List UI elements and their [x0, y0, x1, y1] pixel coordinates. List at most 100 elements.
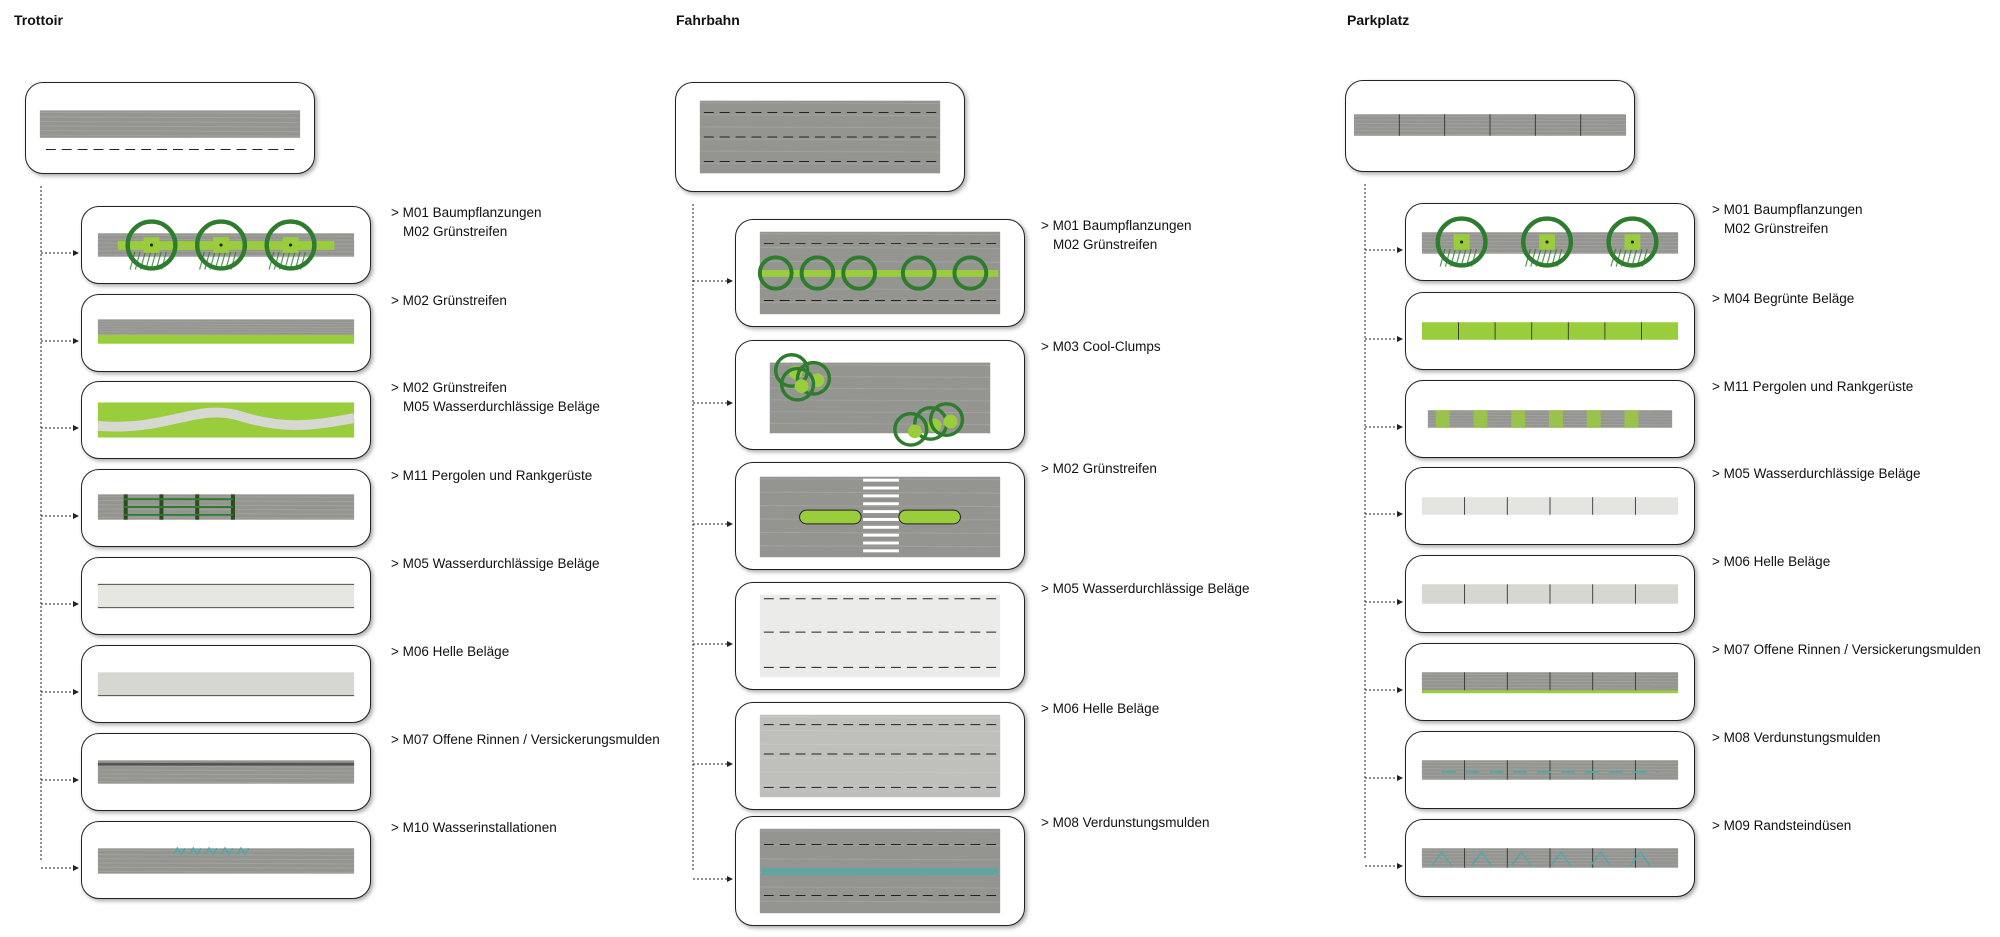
- measure-label: > M06 Helle Beläge: [1041, 699, 1159, 718]
- trottoir-measure-card: [81, 381, 371, 459]
- tree-5: [952, 255, 989, 291]
- parking-bays: [1464, 497, 1636, 515]
- measure-label: > M08 Verdunstungsmulden: [1041, 813, 1210, 832]
- branch-arrow: [693, 761, 733, 767]
- measure-label-line1: > M10 Wasserinstallationen: [391, 820, 557, 835]
- tree-3: [1606, 216, 1659, 268]
- branch-arrow: [41, 689, 79, 695]
- measure-label-line1: > M11 Pergolen und Rankgerüste: [1712, 379, 1914, 394]
- measure-label-line1: > M05 Wasserdurchlässige Beläge: [1712, 466, 1921, 481]
- measure-label: > M07 Offene Rinnen / Versickerungsmulde…: [391, 730, 660, 749]
- branch-arrow: [1365, 336, 1403, 342]
- branch-arrow: [41, 250, 79, 256]
- tree-3: [841, 255, 878, 291]
- measure-label-line1: > M07 Offene Rinnen / Versickerungsmulde…: [1712, 642, 1981, 657]
- branch-arrow: [1365, 511, 1403, 517]
- branch-arrow: [41, 865, 79, 871]
- parkplatz-measure-card: [1405, 380, 1695, 458]
- measure-label: > M06 Helle Beläge: [391, 642, 509, 661]
- measure-label-line1: > M01 Baumpflanzungen: [1712, 202, 1863, 217]
- parkplatz-measure-card: [1405, 467, 1695, 545]
- branch-arrow: [1365, 599, 1403, 605]
- measure-label: > M08 Verdunstungsmulden: [1712, 728, 1881, 747]
- tree-2: [799, 255, 836, 291]
- trottoir-measure-card: [81, 733, 371, 811]
- crosswalk: [863, 478, 899, 553]
- green-island-left: [799, 509, 862, 525]
- evaporation-trough: [761, 868, 999, 875]
- measure-label: > M05 Wasserdurchlässige Beläge: [1712, 464, 1920, 483]
- measure-label-line1: > M02 Grünstreifen: [391, 293, 507, 308]
- branch-arrow: [1365, 775, 1403, 781]
- measure-label-line1: > M01 Baumpflanzungen: [391, 205, 542, 220]
- green-strip: [761, 270, 999, 277]
- branch-arrow: [1365, 424, 1403, 430]
- parkplatz-measure-card: [1405, 555, 1695, 633]
- branch-arrow: [693, 278, 733, 284]
- measure-label: > M09 Randsteindüsen: [1712, 816, 1851, 835]
- measure-label: > M05 Wasserdurchlässige Beläge: [1041, 579, 1249, 598]
- column-title-parkplatz: Parkplatz: [1347, 12, 1410, 28]
- tree-3: [264, 219, 317, 271]
- permeable-road: [759, 594, 1001, 678]
- tree-1: [125, 219, 178, 271]
- branch-arrow: [693, 400, 733, 406]
- measure-label: > M07 Offene Rinnen / Versickerungsmulde…: [1712, 640, 1981, 659]
- measure-label-line1: > M02 Grünstreifen: [391, 380, 507, 395]
- parkplatz-measure-card: [1405, 643, 1695, 721]
- fahrbahn-measure-card: [735, 816, 1025, 926]
- measure-label-line1: > M06 Helle Beläge: [391, 644, 510, 659]
- light-road: [759, 714, 1001, 798]
- branch-arrow: [1365, 687, 1403, 693]
- sidewalk-band: [97, 760, 355, 784]
- fahrbahn-measure-card: [735, 219, 1025, 327]
- measure-label-line2: M05 Wasserdurchlässige Beläge: [403, 399, 600, 414]
- pergola-frame: [123, 494, 235, 520]
- measure-label-line1: > M04 Begrünte Beläge: [1712, 291, 1855, 306]
- measure-label-line1: > M09 Randsteindüsen: [1712, 818, 1852, 833]
- trottoir-measure-card: [81, 294, 371, 372]
- measure-label-line1: > M03 Cool-Clumps: [1041, 339, 1161, 354]
- sidewalk-band: [97, 848, 355, 874]
- branch-arrow: [41, 777, 79, 783]
- trottoir-measure-card: [81, 206, 371, 284]
- parking-bays: [1464, 584, 1636, 604]
- tree-1: [1435, 216, 1488, 268]
- measure-label-line1: > M05 Wasserdurchlässige Beläge: [391, 556, 600, 571]
- branch-arrow: [693, 521, 733, 527]
- pergola-frame: [1435, 410, 1639, 428]
- tree-4: [900, 255, 937, 291]
- branch-arrow: [41, 338, 79, 344]
- trottoir-measure-card: [81, 821, 371, 899]
- tree-2: [1520, 216, 1574, 268]
- branch-arrow: [1365, 247, 1403, 253]
- parking-bays: [1464, 672, 1636, 692]
- sidewalk-band: [39, 110, 301, 138]
- parking-bays: [1464, 760, 1636, 780]
- measure-label-line1: > M08 Verdunstungsmulden: [1041, 815, 1210, 830]
- trottoir-overview-card: [25, 82, 315, 174]
- light-surface: [97, 672, 355, 696]
- measure-label: > M11 Pergolen und Rankgerüste: [1712, 377, 1913, 396]
- trottoir-measure-card: [81, 469, 371, 547]
- green-strip: [97, 334, 355, 344]
- branch-arrow: [1365, 863, 1403, 869]
- measure-label: > M11 Pergolen und Rankgerüste: [391, 466, 592, 485]
- branch-arrow: [693, 641, 733, 647]
- parkplatz-measure-card: [1405, 292, 1695, 370]
- measure-label-line1: > M02 Grünstreifen: [1041, 461, 1157, 476]
- water-installation: [172, 846, 250, 856]
- measure-label-line1: > M07 Offene Rinnen / Versickerungsmulde…: [391, 732, 660, 747]
- measure-label-line2: M02 Grünstreifen: [1053, 237, 1158, 252]
- curb-nozzles: [1431, 850, 1651, 867]
- branch-arrow: [41, 601, 79, 607]
- cool-clumps: [773, 353, 965, 447]
- measure-label: > M05 Wasserdurchlässige Beläge: [391, 554, 599, 573]
- branch-arrow: [41, 425, 79, 431]
- sidewalk-band: [97, 319, 355, 336]
- fahrbahn-measure-card: [735, 582, 1025, 690]
- parkplatz-measure-card: [1405, 819, 1695, 897]
